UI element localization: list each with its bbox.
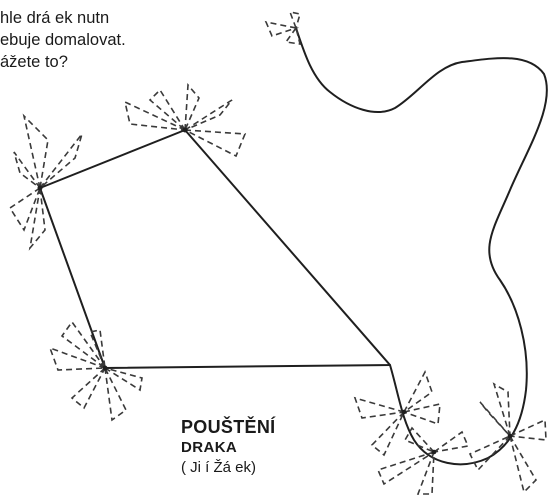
bow-group-string-2 [376, 426, 470, 495]
intro-line-3: ážete to? [0, 53, 68, 71]
intro-line-1: hle drá ek nutn [0, 9, 110, 27]
bow-group-string-1 [353, 369, 441, 457]
caption: POUŠTĚNÍ DRAKA ( Ji í Žá ek) [181, 416, 341, 478]
bow-group-top [123, 82, 247, 158]
intro-text: hle drá ek nutn ebuje domalovat. ážete t… [0, 7, 200, 73]
bow-group-string-3 [468, 382, 547, 494]
caption-title-line-2: DRAKA [181, 439, 238, 456]
kite-string [295, 27, 548, 466]
intro-line-2: ebuje domalovat. [0, 31, 126, 49]
caption-author: ( Ji í Žá ek) [181, 459, 257, 476]
bow-group-string-end [264, 10, 302, 45]
caption-title-line-1: POUŠTĚNÍ [181, 417, 276, 437]
bow-group-left [8, 113, 83, 251]
bow-group-bottom-left [48, 320, 143, 422]
